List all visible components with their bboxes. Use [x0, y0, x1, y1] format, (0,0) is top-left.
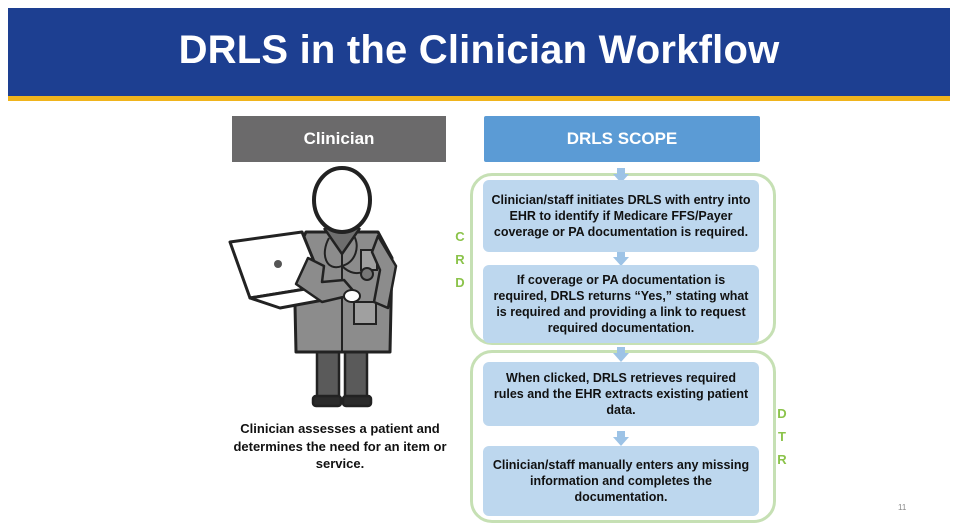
down-arrow-icon	[613, 347, 629, 362]
title-underline	[8, 96, 950, 101]
page-number: 11	[898, 503, 907, 512]
legs	[311, 345, 373, 408]
head	[312, 166, 372, 234]
crd-letter: C	[455, 229, 465, 244]
drls-scope-header: DRLS SCOPE	[484, 116, 760, 162]
step-initiate-drls: Clinician/staff initiates DRLS with entr…	[483, 180, 759, 252]
clinician-caption: Clinician assesses a patient and determi…	[233, 421, 447, 472]
title-bar: DRLS in the Clinician Workflow	[8, 8, 950, 96]
down-arrow-icon	[613, 251, 629, 266]
step-drls-returns-yes: If coverage or PA documentation is requi…	[483, 265, 759, 343]
crd-letter: R	[455, 252, 465, 267]
step-retrieve-rules: When clicked, DRLS retrieves required ru…	[483, 362, 759, 426]
dtr-letter: R	[777, 452, 787, 467]
step-complete-documentation: Clinician/staff manually enters any miss…	[483, 446, 759, 516]
crd-letter: D	[455, 275, 465, 290]
clinician-header: Clinician	[232, 116, 446, 162]
down-arrow-icon	[613, 168, 629, 183]
dtr-letter: D	[777, 406, 787, 421]
down-arrow-icon	[613, 431, 629, 446]
slide-title: DRLS in the Clinician Workflow	[178, 27, 780, 72]
clinician-with-laptop-illustration	[228, 166, 398, 408]
dtr-label: D T R	[775, 402, 789, 471]
dtr-letter: T	[778, 429, 786, 444]
crd-label: C R D	[453, 225, 467, 294]
